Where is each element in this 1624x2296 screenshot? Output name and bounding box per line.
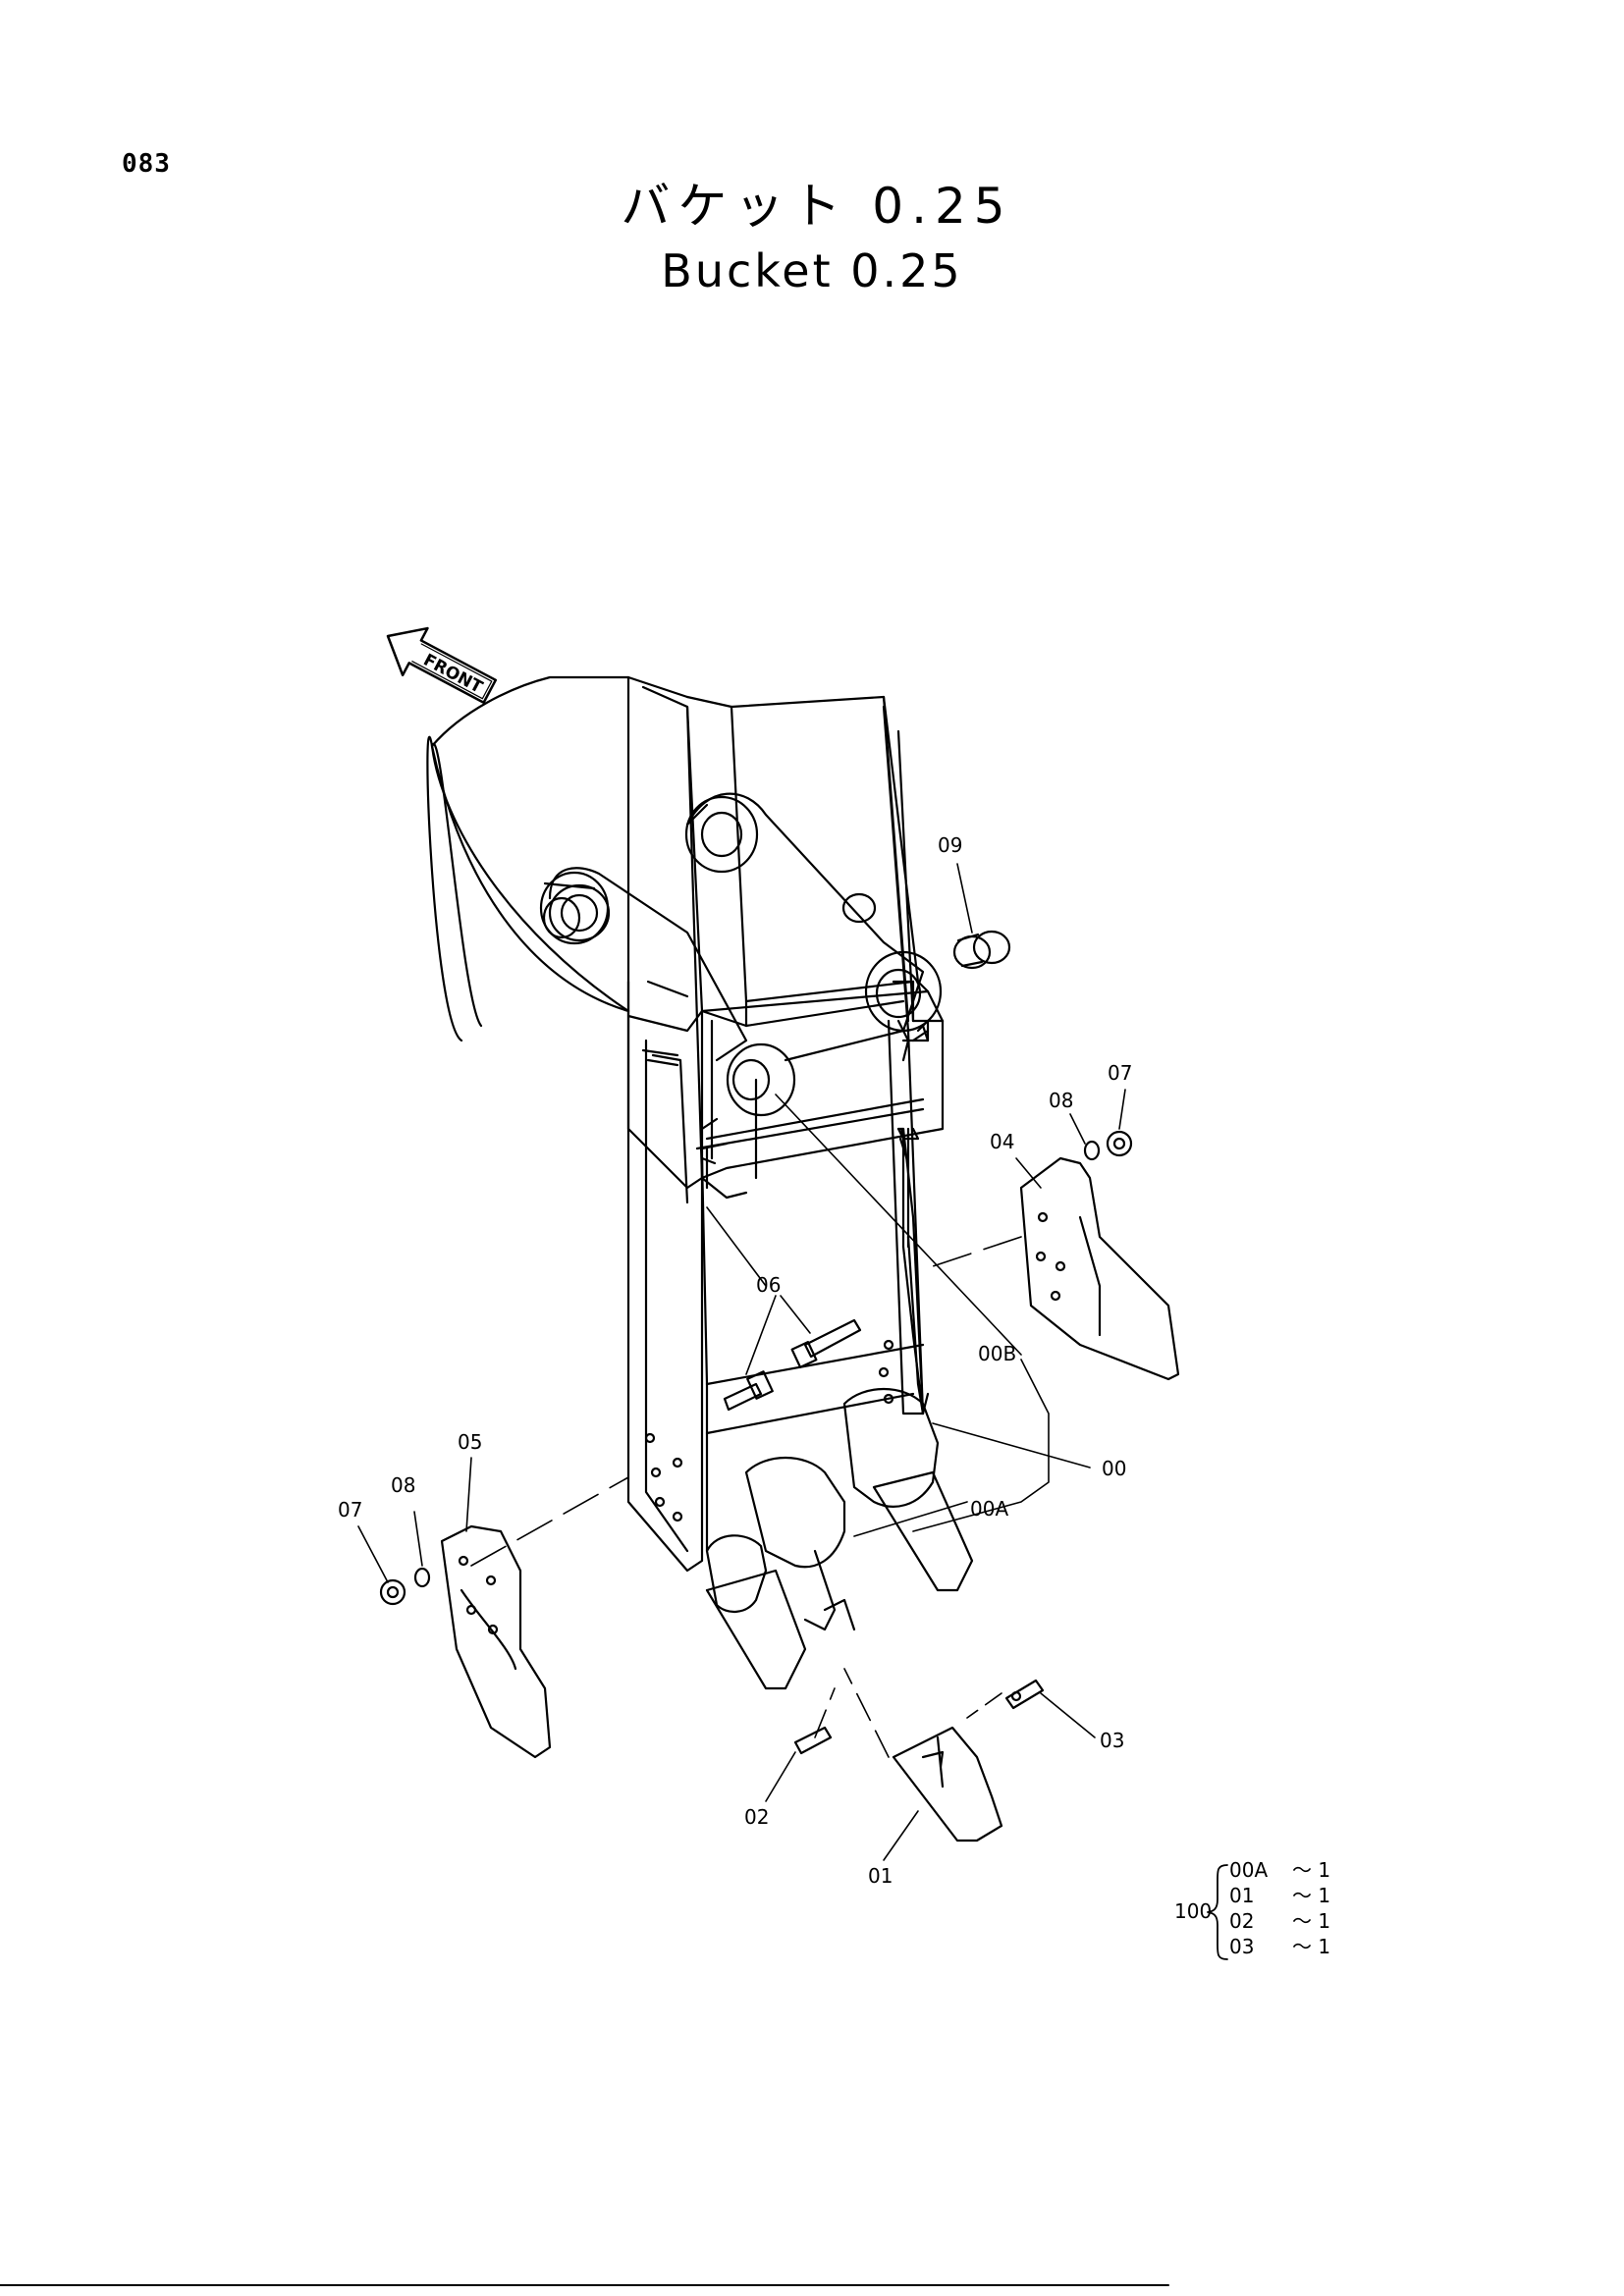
callout-07-left: 07 xyxy=(338,1498,362,1522)
callout-03: 03 xyxy=(1100,1729,1124,1752)
callout-06: 06 xyxy=(756,1273,781,1297)
side-cutter-left xyxy=(440,1524,552,1759)
title-japanese: バケット 0.25 xyxy=(621,178,1013,235)
front-arrow-icon: FRONT xyxy=(386,626,498,705)
title-english: Bucket 0.25 xyxy=(661,244,963,297)
title-block: バケット 0.25 Bucket 0.25 xyxy=(0,177,1624,300)
kit-item-qty: 〜 1 xyxy=(1292,1884,1330,1907)
kit-item-part: 01 xyxy=(1229,1884,1254,1907)
callout-09: 09 xyxy=(938,833,962,857)
tooth-adapters xyxy=(705,1387,940,1631)
washer-08-right xyxy=(1083,1140,1101,1161)
kit-item-qty: 〜 1 xyxy=(1292,1909,1330,1933)
callout-05: 05 xyxy=(458,1430,482,1454)
page-number: 083 xyxy=(122,149,171,179)
washer-08-left xyxy=(413,1567,431,1588)
callout-00: 00 xyxy=(1102,1457,1126,1480)
pin-boss-mid xyxy=(841,892,877,924)
pin-boss-lower xyxy=(726,1042,796,1117)
callout-02: 02 xyxy=(744,1805,769,1829)
lock-03 xyxy=(1004,1679,1045,1710)
kit-item-qty: 〜 1 xyxy=(1292,1935,1330,1958)
pin-boss-upper-left xyxy=(539,871,610,945)
pin-boss-upper-right xyxy=(684,795,759,874)
callout-01: 01 xyxy=(868,1864,893,1888)
callout-00A: 00A xyxy=(970,1497,1008,1521)
side-cutter-right xyxy=(1019,1156,1180,1381)
kit-item-qty: 〜 1 xyxy=(1292,1858,1330,1882)
bushing-09 xyxy=(952,930,1011,970)
tooth-points xyxy=(705,1470,974,1690)
callout-08-right: 08 xyxy=(1049,1089,1073,1112)
kit-number: 100 xyxy=(1174,1899,1212,1923)
leader-lines xyxy=(357,863,1126,1861)
bolt-06-upper xyxy=(790,1318,862,1368)
callout-04: 04 xyxy=(990,1130,1014,1153)
callout-00B: 00B xyxy=(978,1342,1016,1365)
assembly-guide-lines xyxy=(470,1236,1022,1758)
kit-item-part: 00A xyxy=(1229,1858,1268,1882)
pin-02 xyxy=(793,1726,833,1755)
point-01 xyxy=(892,1726,1003,1842)
side-holes-right xyxy=(878,1339,894,1405)
callout-07-right: 07 xyxy=(1108,1061,1132,1085)
callout-08-left: 08 xyxy=(391,1473,415,1497)
bracket-left xyxy=(548,867,748,1062)
kit-list: 100 00A 〜 1 01 〜 1 02 〜 1 03 〜 1 xyxy=(1174,1858,1330,1960)
nut-07-left xyxy=(379,1578,406,1606)
side-holes-left xyxy=(644,1432,683,1522)
kit-item-part: 03 xyxy=(1229,1935,1254,1958)
bracket-right xyxy=(685,792,925,1062)
nut-07-right xyxy=(1106,1130,1133,1157)
bucket-body xyxy=(426,675,945,1573)
bolt-06-lower xyxy=(723,1370,774,1412)
pin-boss-left xyxy=(548,883,611,942)
kit-item-part: 02 xyxy=(1229,1909,1254,1933)
